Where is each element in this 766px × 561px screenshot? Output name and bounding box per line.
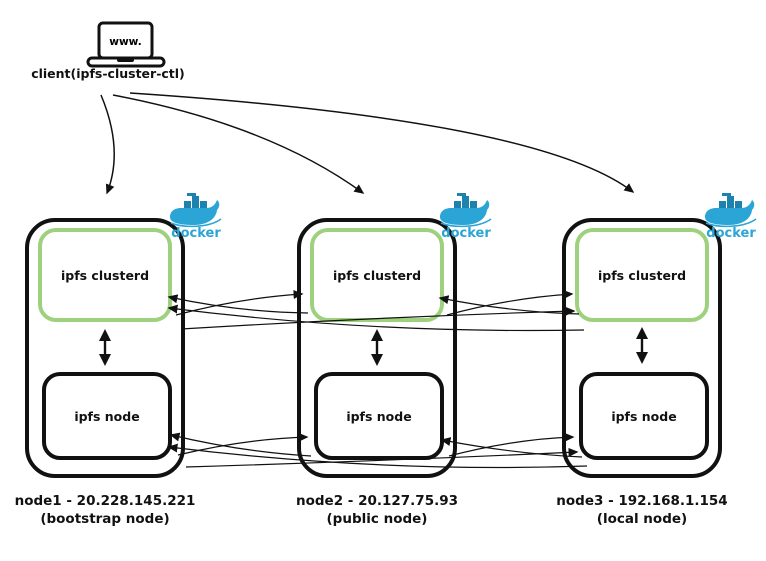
docker-logo-node1: docker: [170, 193, 222, 240]
docker-wordmark: docker: [171, 226, 221, 240]
docker-containers-icon: [184, 193, 207, 208]
node3-container: ipfs clusterd ipfs node: [562, 218, 722, 478]
laptop-screen-text: www.: [109, 36, 141, 48]
node3-caption-line2: (local node): [596, 511, 688, 527]
arrow-clusterd-node3-to-node2: [438, 295, 580, 315]
docker-logo-node2: docker: [440, 193, 492, 240]
node2-clusterd-label: ipfs clusterd: [332, 267, 422, 283]
node1-clusterd-label: ipfs clusterd: [60, 267, 150, 283]
docker-wordmark: docker: [706, 226, 756, 240]
node1-caption: node1 - 20.228.145.221 (bootstrap node): [0, 492, 235, 528]
arrow-clusterd-node2-to-node1: [167, 294, 309, 314]
node2-ipfs-clusterd-box: ipfs clusterd: [310, 228, 444, 322]
arrow-clusterd-node2-to-node3: [446, 290, 574, 316]
node3-ipfs-node-label: ipfs node: [611, 408, 677, 424]
node1-caption-line1: node1 - 20.228.145.221: [14, 493, 196, 509]
node2-caption-line2: (public node): [326, 511, 428, 527]
node1-container: ipfs clusterd ipfs node: [25, 218, 185, 478]
arrow-clusterd-node1-to-node2: [175, 290, 304, 316]
node2-ipfs-node-label: ipfs node: [346, 408, 412, 424]
arrow-ipfs-node2-to-node1: [169, 432, 312, 457]
laptop-notch: [117, 57, 134, 62]
node1-ipfs-clusterd-box: ipfs clusterd: [38, 228, 172, 322]
laptop-icon: www.: [86, 21, 166, 68]
node2-container: ipfs clusterd ipfs node: [297, 218, 457, 478]
docker-whale-icon: [170, 200, 220, 225]
arrow-ipfs-node2-to-node3: [448, 432, 575, 457]
node3-ipfs-clusterd-box: ipfs clusterd: [575, 228, 709, 322]
arrow-client-to-node3: [129, 92, 635, 193]
node3-caption: node3 - 192.168.1.154 (local node): [512, 492, 766, 528]
client-label: client(ipfs-cluster-ctl): [31, 66, 185, 81]
node2-ipfs-node-box: ipfs node: [314, 372, 444, 460]
arrow-client-to-node1: [100, 94, 115, 195]
node2-caption: node2 - 20.127.75.93 (public node): [247, 492, 507, 528]
node1-ipfs-node-box: ipfs node: [42, 372, 172, 460]
arrow-client-to-node2: [112, 94, 365, 194]
node2-caption-line1: node2 - 20.127.75.93: [295, 493, 459, 509]
node3-ipfs-node-box: ipfs node: [579, 372, 709, 460]
node3-caption-line1: node3 - 192.168.1.154: [556, 493, 728, 509]
arrow-ipfs-node3-to-node2: [440, 437, 583, 458]
node1-ipfs-node-label: ipfs node: [74, 408, 140, 424]
node3-clusterd-label: ipfs clusterd: [597, 267, 687, 283]
docker-wordmark: docker: [441, 226, 491, 240]
arrow-ipfs-node1-to-node2: [177, 432, 309, 456]
docker-logo-node3: docker: [705, 193, 757, 240]
node1-caption-line2: (bootstrap node): [40, 511, 170, 527]
